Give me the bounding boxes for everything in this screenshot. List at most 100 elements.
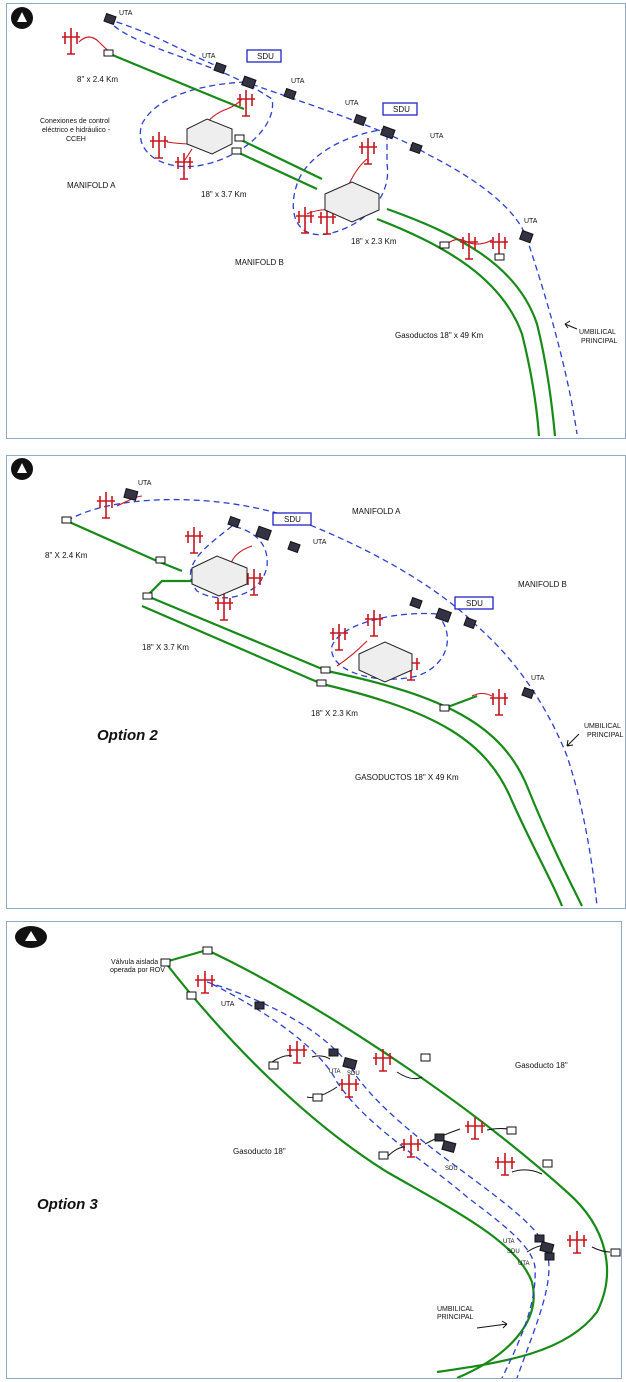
wellhead-icon [287,1041,307,1064]
uta-icon [255,525,272,541]
uta-icon [103,12,117,26]
uta-icon [539,1240,555,1254]
wellhead-icon [215,594,233,621]
jumper [446,238,493,245]
option-label: Option 2 [97,727,158,744]
wellhead-icon [296,207,314,234]
gasoducto-outer [164,948,609,1374]
sdu-label: SDU [393,105,410,114]
layout-diagram-2: SDU SDU UTA UTA UTA MANIFOLD A MANIFOLD … [11,458,624,907]
gasoducto-1 [386,207,557,437]
uta-label: UTA [313,539,327,546]
pipeline-end-icon [610,1248,621,1257]
pipeline-end-icon [506,1126,517,1135]
uta-label: UTA [531,675,545,682]
pipeline-loop [146,579,197,597]
uta-label: UTA [430,133,444,140]
umbilical-label-line1: UMBILICAL [584,723,621,730]
pipeline-end-icon [155,556,166,564]
gasoducto-left-label: Gasoducto 18" [233,1147,286,1156]
pipe-8in-label: 8" x 2.4 Km [77,75,118,84]
wellhead-icon [150,132,168,159]
wellhead-icon [401,1135,421,1158]
uta-label: UTA [329,1069,341,1075]
jumper [471,692,493,697]
umbilical-loop-a [190,525,268,599]
pipeline-end-icon [320,666,331,674]
rov-valve-label-line1: Válvula aislada [111,959,158,966]
uta-icon [463,616,477,630]
pipeline-8in [109,52,245,111]
uta-label: UTA [518,1261,530,1267]
umbilical-label-line2: PRINCIPAL [437,1314,474,1321]
manifold-a-label: MANIFOLD A [352,507,401,516]
uta-icon [441,1139,457,1153]
umbilical-loop-b [331,612,448,680]
manifold-a-icon [186,118,233,155]
wellhead-icon [460,233,478,260]
uta-label: UTA [524,218,538,225]
pipeline-end-icon [231,147,242,155]
pipeline-end-icon [439,241,450,249]
uta-icon [241,75,257,90]
pipeline-end-icon [312,1093,323,1102]
uta-icon [434,1133,445,1142]
wellhead-icon [567,1231,587,1254]
wellhead-icon [490,689,508,716]
pipeline-end-icon [268,1061,279,1070]
uta-icon [544,1252,555,1261]
wellhead-icon [175,153,193,180]
pipeline-18in-b [141,604,323,686]
gasoducto-2 [376,217,541,437]
umbilical-line [106,18,578,435]
manifold-a-icon [191,555,248,597]
umbilical-arrow-icon [476,1320,508,1329]
cceh-label-line2: eléctrico e hidráulico - [42,127,111,134]
layout-panel-option-2: SDU SDU UTA UTA UTA MANIFOLD A MANIFOLD … [6,455,626,909]
jumper [336,640,368,667]
umbilical-line [66,498,598,907]
gasoductos-label: Gasoductos 18" x 49 Km [395,331,484,340]
wellhead-icon [245,569,263,596]
umbilical-branch [106,18,218,67]
north-arrow-icon [15,926,47,948]
sdu-box-icon [272,512,312,526]
uta-icon [521,686,535,700]
pipe-8in-label: 8" X 2.4 Km [45,551,88,560]
cceh-label-line1: Conexiones de control [40,118,110,125]
pipeline-18in-a [238,138,323,180]
manifold-b-icon [324,181,380,223]
wellhead-icon [237,90,255,117]
uta-icon [435,607,452,623]
north-arrow-icon [11,7,33,29]
rov-valve-label-line2: operada por ROV [110,967,165,974]
gasoducto-inner [164,961,535,1378]
uta-icon [283,87,297,101]
pipeline-end-icon [420,1053,431,1062]
umbilical-label-line2: PRINCIPAL [587,732,624,739]
uta-label: UTA [119,10,133,17]
pipeline-18in-b [236,151,318,190]
uta-label: UTA [221,1001,235,1008]
uta-icon [518,229,534,244]
uta-icon [342,1056,358,1070]
umbilical-arrow-icon [566,733,580,747]
manifold-a-label: MANIFOLD A [67,181,116,190]
wellhead-icon [465,1117,485,1140]
layout-diagram-3: Válvula aislada operada por ROV UTA UTA … [15,926,621,1378]
pipeline-end-icon [103,49,114,57]
uta-icon [409,596,423,610]
uta-icon [213,61,227,75]
pipeline-18-23 [444,694,478,710]
pipeline-18in-a [146,594,328,673]
uta-icon [123,487,139,501]
control-jumpers [271,1055,611,1253]
uta-icon [254,1001,265,1010]
pipeline-end-icon [439,704,450,712]
pipe-18-37-label: 18" X 3.7 Km [142,643,189,652]
layout-diagram-1: SDU SDU UTA UTA UTA UTA UTA UTA 8" x 2.4… [11,7,618,437]
wellhead-icon [185,527,203,554]
pipe-18-37-label: 18" x 3.7 Km [201,190,247,199]
manifold-b-label: MANIFOLD B [235,258,284,267]
uta-label: UTA [503,1239,515,1245]
